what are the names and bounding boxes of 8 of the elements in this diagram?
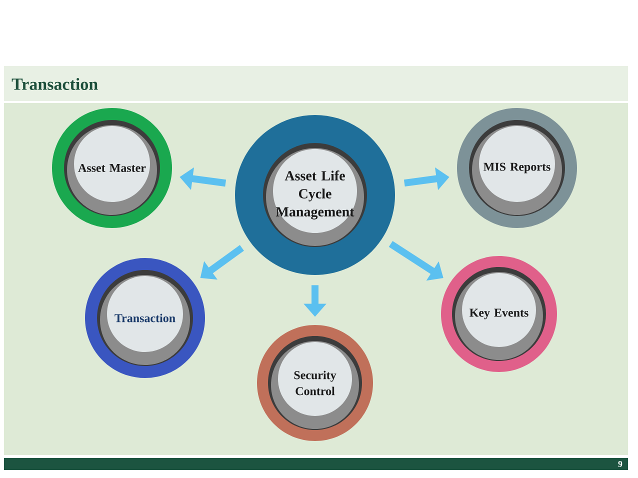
title-bar: Transaction: [4, 66, 628, 101]
circle-node: Transaction: [85, 258, 205, 378]
circle-node: Asset Master: [52, 108, 172, 228]
circle-node: Key Events: [441, 256, 557, 372]
circle-node: Security Control: [257, 325, 373, 441]
circle-node: Asset Life Cycle Management: [235, 115, 395, 275]
circle-node: MIS Reports: [457, 108, 577, 228]
page-number: 9: [618, 460, 622, 468]
